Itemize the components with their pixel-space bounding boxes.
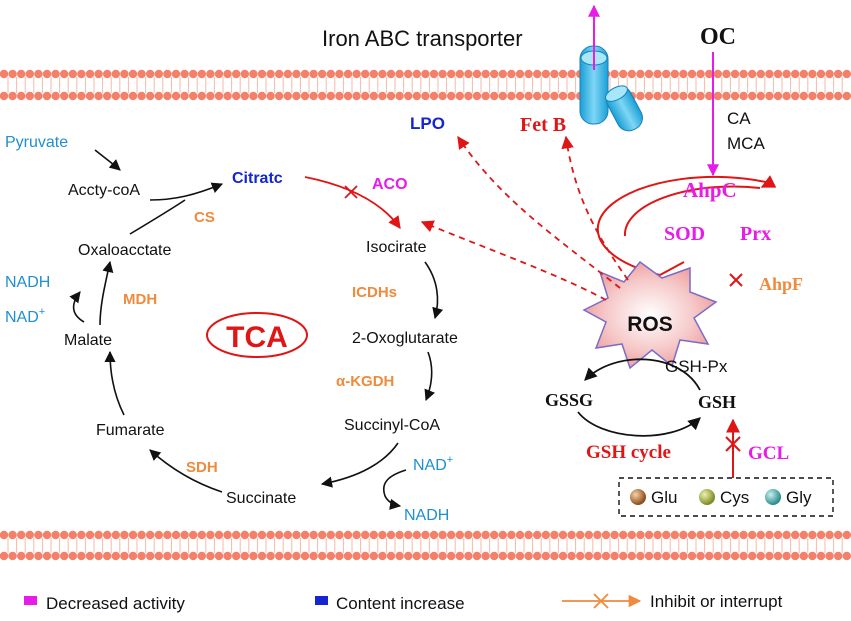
tca-label: TCA (226, 321, 288, 354)
akgdh-label: α-KGDH (336, 373, 394, 390)
citrate-to-isocitrate-arrow (304, 176, 401, 230)
oxoglutarate-label: 2-Oxoglutarate (352, 330, 458, 347)
acetyl-to-citrate-arrow (149, 182, 224, 201)
transporter-protein (579, 45, 643, 132)
oxoglutarate-arrow (424, 351, 435, 402)
malate-label: Malate (64, 332, 112, 349)
legend-increase-swatch (315, 596, 328, 605)
succinyl-arrow (320, 442, 399, 488)
cys-label: Cys (720, 488, 749, 507)
legend-decreased-swatch (24, 596, 37, 605)
succinyl-coa-label: Succinyl-CoA (344, 417, 440, 434)
gssg-to-gsh-arrow (577, 411, 701, 437)
nad-left-label: NAD+ (5, 306, 45, 326)
ahpf-label: AhpF (759, 274, 803, 294)
ros-to-aco-arrow (420, 220, 607, 301)
nad-in-label: NAD+ (413, 454, 453, 474)
glu-bead (630, 489, 646, 505)
succinate-label: Succinate (226, 490, 296, 507)
prx-label: Prx (740, 223, 771, 245)
fumarate-arrow (104, 350, 125, 416)
gly-bead (765, 489, 781, 505)
isocitrate-label: Isocirate (366, 239, 427, 256)
icdhs-label: ICDHs (352, 284, 397, 301)
mca-label: MCA (727, 134, 765, 153)
tca-badge (206, 312, 308, 358)
ahpc-label: AhpC (683, 178, 737, 202)
oxaloacetate-to-citrate-arc (129, 199, 186, 235)
bottom-membrane (0, 530, 851, 561)
pyruvate-label: Pyruvate (5, 134, 68, 151)
glu-label: Glu (651, 488, 677, 507)
fetb-label: Fet B (520, 114, 566, 136)
antioxidant-cycle (596, 175, 777, 287)
sod-label: SOD (664, 223, 705, 245)
ros-to-lpo-arrow (457, 135, 621, 289)
iron-transporter-label: Iron ABC transporter (322, 26, 523, 51)
nad-reduction-arrow (383, 469, 407, 510)
nadh-left-label: NADH (5, 274, 50, 291)
oc-label: OC (700, 24, 736, 50)
oxaloacetate-label: Oxaloacctate (78, 242, 171, 259)
top-membrane (0, 69, 851, 101)
gsh-label: GSH (698, 392, 736, 412)
gcl-label: GCL (748, 443, 789, 464)
legend-decreased-label: Decreased activity (46, 594, 185, 613)
ros-to-fetb-arrow (561, 135, 629, 281)
mdh-nad-arrow (69, 291, 85, 323)
cys-bead (699, 489, 715, 505)
ros-label: ROS (627, 313, 673, 336)
aco-inhibit-mark-2 (344, 185, 358, 199)
legend-inhibit-label: Inhibit or interrupt (650, 592, 783, 611)
succinate-arrow (149, 449, 223, 493)
gcl-inhibit-mark-2 (725, 436, 741, 452)
ros-burst (582, 260, 718, 370)
nadh-out-label: NADH (404, 507, 449, 524)
malate-arrow (99, 260, 114, 326)
gssg-label: GSSG (545, 390, 593, 410)
aco-label: ACO (372, 176, 408, 193)
lpo-label: LPO (410, 114, 445, 133)
legend-inhibit-mark-2 (593, 593, 609, 609)
gsh-to-gssg-arrow (584, 358, 701, 391)
fumarate-label: Fumarate (96, 422, 165, 439)
mdh-label: MDH (123, 291, 157, 308)
sdh-label: SDH (186, 459, 218, 476)
citrate-label: Citratc (232, 170, 283, 187)
pyruvate-arrow (94, 149, 121, 171)
acetyl-coa-label: Accty-coA (68, 182, 140, 199)
cs-label: CS (194, 209, 215, 226)
isocitrate-arrow (424, 261, 444, 320)
legend-increase-label: Content increase (336, 594, 465, 613)
gsh-cycle-label: GSH cycle (586, 442, 671, 463)
ca-label: CA (727, 109, 751, 128)
gly-label: Gly (786, 488, 812, 507)
gsh-px-label: GSH-Px (665, 357, 728, 376)
